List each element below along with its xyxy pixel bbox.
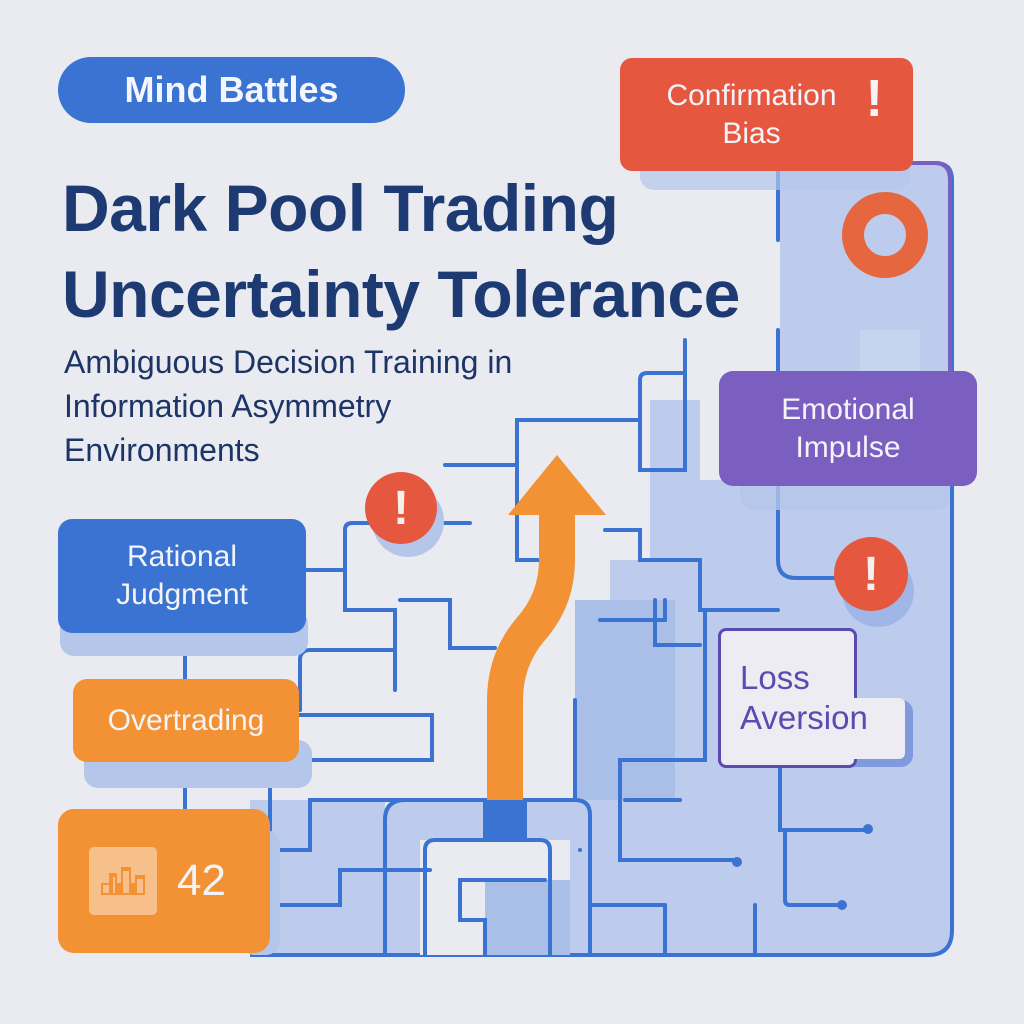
badge-label: Mind Battles (124, 69, 339, 110)
loss-aversion-line-1: Loss (740, 659, 810, 696)
score-card[interactable]: 42 (58, 809, 270, 953)
subtitle-line-1: Ambiguous Decision Training in (64, 344, 513, 380)
overtrading-label: Overtrading (107, 703, 265, 737)
score-value: 42 (177, 856, 226, 905)
confirmation-bias-line-2: Bias (722, 116, 781, 150)
emotional-impulse-line-2: Impulse (795, 430, 901, 464)
rational-judgment-label: Rational Judgment (116, 538, 248, 614)
title-line-2: Uncertainty Tolerance (62, 257, 740, 331)
node-overtrading[interactable]: Overtrading (73, 679, 299, 762)
confirmation-bias-label: Confirmation Bias (666, 77, 836, 153)
subtitle-line-2: Information Asymmetry (64, 388, 392, 424)
subtitle-line-3: Environments (64, 432, 260, 468)
confirmation-bias-line-1: Confirmation (666, 78, 837, 112)
emotional-impulse-line-1: Emotional (781, 392, 915, 426)
node-confirmation-bias[interactable]: Confirmation Bias ! (620, 58, 913, 171)
title-line-1: Dark Pool Trading (62, 171, 619, 245)
alert-icon-left[interactable]: ! (365, 472, 437, 544)
node-emotional-impulse[interactable]: Emotional Impulse (719, 371, 977, 486)
exclamation-icon: ! (393, 481, 409, 535)
alert-icon-right[interactable]: ! (834, 537, 908, 611)
loss-aversion-tab (800, 698, 905, 759)
loss-aversion-line-2: Aversion (740, 699, 868, 736)
page-title: Dark Pool Trading Uncertainty Tolerance (62, 165, 740, 337)
rational-judgment-line-1: Rational (126, 540, 238, 573)
exclamation-icon: ! (865, 70, 883, 128)
bar-chart-icon (89, 847, 157, 915)
exclamation-icon: ! (863, 547, 879, 601)
mind-battles-badge: Mind Battles (58, 57, 405, 123)
node-rational-judgment[interactable]: Rational Judgment (58, 519, 306, 633)
emotional-impulse-label: Emotional Impulse (781, 391, 914, 467)
loss-aversion-label: Loss Aversion (740, 658, 868, 738)
rational-judgment-line-2: Judgment (116, 578, 248, 611)
page-subtitle: Ambiguous Decision Training in Informati… (64, 340, 644, 472)
